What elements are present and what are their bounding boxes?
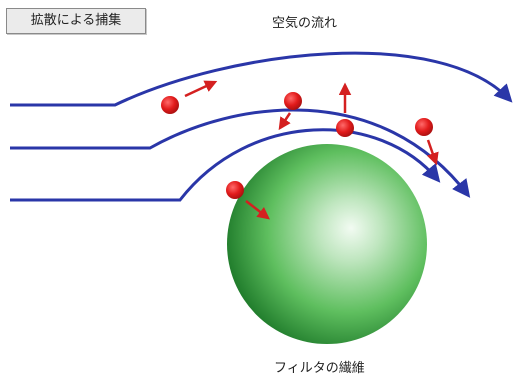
- diagram-title: 拡散による捕集: [6, 8, 146, 34]
- particle-icon: [284, 92, 302, 110]
- motion-arrow: [426, 139, 439, 166]
- particle-2: [278, 92, 302, 131]
- particle-icon: [226, 181, 244, 199]
- particle-icon: [336, 119, 354, 137]
- motion-arrow: [278, 112, 292, 131]
- streamline-bottom: [10, 128, 441, 202]
- particle-1: [161, 80, 218, 114]
- particle-3: [336, 82, 354, 137]
- streamline-top: [10, 51, 513, 107]
- fiber-label: フィルタの繊維: [274, 361, 365, 376]
- filter-fiber: [227, 144, 427, 344]
- motion-arrow: [245, 200, 270, 220]
- motion-arrow: [184, 80, 218, 98]
- particle-5: [226, 181, 270, 220]
- particle-4: [415, 118, 439, 166]
- airflow-label: 空気の流れ: [272, 16, 338, 31]
- particle-icon: [161, 96, 179, 114]
- particle-icon: [415, 118, 433, 136]
